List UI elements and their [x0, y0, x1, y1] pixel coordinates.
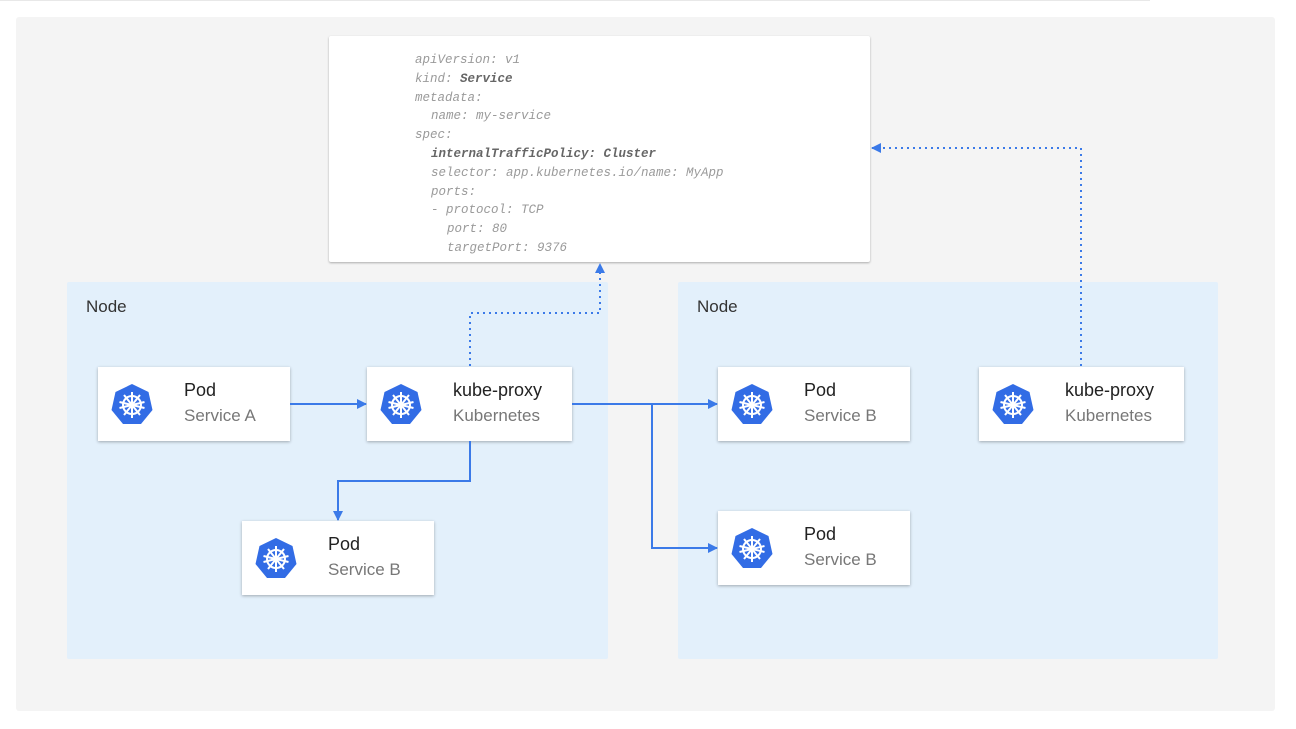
yaml-key: spec:	[415, 128, 453, 143]
yaml-value: my-service	[476, 109, 552, 124]
card-title: Pod	[184, 380, 217, 400]
yaml-line: apiVersion: v1	[415, 51, 724, 70]
yaml-key: selector:	[431, 165, 507, 180]
arrow-proxy-to-podb-left	[333, 441, 471, 521]
yaml-value: Cluster	[603, 146, 657, 161]
yaml-key: port:	[447, 222, 493, 237]
node-left: Node	[67, 282, 608, 659]
kubernetes-icon	[991, 383, 1035, 425]
yaml-value: Service	[460, 71, 513, 86]
kubernetes-icon	[110, 383, 154, 425]
card-title: kube-proxy	[1065, 380, 1155, 400]
dotted-proxy-left-to-service	[469, 263, 605, 366]
yaml-line: selector: app.kubernetes.io/name: MyApp	[415, 164, 724, 183]
yaml-line: internalTrafficPolicy: Cluster	[415, 145, 724, 164]
yaml-line: kind: Service	[415, 70, 724, 89]
dotted-proxy-right-to-service	[871, 143, 1082, 366]
yaml-key: - protocol:	[431, 203, 522, 218]
yaml-key: targetPort:	[447, 240, 538, 255]
node-label: Node	[86, 297, 127, 316]
yaml-value: 9376	[537, 240, 568, 255]
kubernetes-icon	[254, 537, 298, 579]
yaml-line: ports:	[415, 183, 724, 202]
card-title: Pod	[804, 380, 837, 400]
yaml-line: port: 80	[415, 220, 724, 239]
card-subtitle: Service B	[328, 560, 401, 579]
yaml-line: metadata:	[415, 89, 724, 108]
yaml-line: name: my-service	[415, 107, 724, 126]
yaml-value: v1	[505, 53, 521, 67]
card-title: Pod	[328, 534, 361, 554]
arrow-proxy-to-podb-right2	[651, 404, 718, 553]
kubernetes-icon	[730, 527, 774, 569]
card-title: kube-proxy	[453, 380, 543, 400]
yaml-key: kind:	[415, 71, 461, 86]
card-subtitle: Kubernetes	[1065, 406, 1152, 425]
yaml-value: 80	[492, 222, 508, 237]
yaml-key: ports:	[431, 184, 477, 199]
kubernetes-icon	[730, 383, 774, 425]
node-label: Node	[697, 297, 738, 316]
yaml-line: targetPort: 9376	[415, 239, 724, 258]
yaml-key: apiVersion:	[415, 53, 506, 67]
yaml-value: TCP	[521, 203, 544, 218]
node-right: Node	[678, 282, 1218, 659]
card-subtitle: Service B	[804, 550, 877, 569]
yaml-key: metadata:	[415, 90, 483, 105]
yaml-key: name:	[431, 109, 477, 124]
kubernetes-icon	[379, 383, 423, 425]
card-subtitle: Service A	[184, 406, 256, 425]
yaml-line: spec:	[415, 126, 724, 145]
yaml-key: internalTrafficPolicy:	[431, 146, 604, 161]
yaml-value: app.kubernetes.io/name: MyApp	[506, 165, 724, 180]
yaml-line: - protocol: TCP	[415, 201, 724, 220]
card-subtitle: Kubernetes	[453, 406, 540, 425]
card-subtitle: Service B	[804, 406, 877, 425]
card-title: Pod	[804, 524, 837, 544]
top-divider	[0, 0, 1150, 1]
